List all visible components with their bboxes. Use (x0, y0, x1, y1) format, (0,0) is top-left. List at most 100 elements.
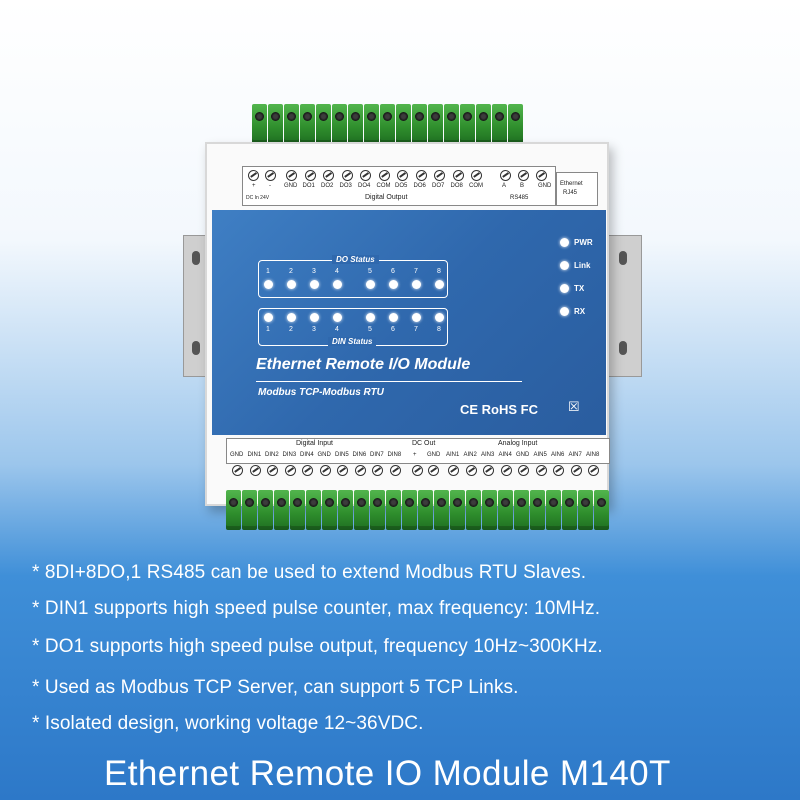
analog-input-caption: Analog Input (498, 440, 538, 447)
screw-icon (319, 465, 331, 476)
screw-icon (434, 170, 445, 181)
screw-icon (500, 465, 512, 476)
terminal-screw (412, 104, 427, 144)
dc-out-pin-label: GND (427, 452, 441, 458)
terminal-screw (354, 490, 369, 530)
terminal-screw (530, 490, 545, 530)
do-pin-label: DO1 (302, 183, 315, 189)
ai-pin-label: AIN3 (481, 452, 495, 458)
do-pin-label: COM (469, 183, 483, 189)
terminal-screw (306, 490, 321, 530)
do-pin-label: DO4 (358, 183, 371, 189)
di-pin-label: GND (317, 452, 331, 458)
led-number: 8 (437, 268, 441, 275)
di-pin-label: DIN8 (387, 452, 402, 458)
screw-icon (471, 170, 482, 181)
digital-output-caption: Digital Output (365, 194, 408, 201)
screw-icon (360, 170, 371, 181)
terminal-screw (492, 104, 507, 144)
dc-out-pin-label: + (413, 452, 417, 458)
rs485-pin-label: B (520, 183, 525, 189)
terminal-screw (444, 104, 459, 144)
di-pin-label: DIN3 (282, 452, 297, 458)
screw-icon (500, 170, 511, 181)
do-status-title: DO Status (332, 255, 379, 264)
screw-icon (553, 465, 564, 476)
status-led (333, 313, 342, 322)
din-status-title: DIN Status (328, 337, 377, 346)
ai-pin-label: GND (516, 452, 530, 458)
status-led (310, 280, 319, 289)
dc-out-caption: DC Out (412, 440, 436, 447)
module-subtitle: Modbus TCP-Modbus RTU (258, 387, 384, 398)
screw-icon (286, 170, 297, 181)
terminal-screw (418, 490, 433, 530)
screw-icon (284, 465, 296, 476)
ai-pin-label: AIN6 (551, 452, 565, 458)
do-pin-label: GND (284, 183, 298, 189)
do-pin-label: DO3 (339, 183, 352, 189)
terminal-screw (268, 104, 283, 144)
terminal-screw (402, 490, 417, 530)
front-panel (212, 210, 606, 435)
status-led (366, 313, 375, 322)
status-led (435, 313, 444, 322)
status-led (333, 280, 342, 289)
terminal-screw (498, 490, 513, 530)
screw-icon (337, 465, 348, 476)
screw-icon (372, 465, 383, 476)
screw-icon (389, 465, 401, 476)
screw-icon (323, 170, 334, 181)
weee-bin-icon: ☒ (568, 399, 580, 414)
rs485-pin-label: GND (538, 183, 552, 189)
bottom-label-strip (226, 438, 610, 464)
terminal-screw (476, 104, 491, 144)
indicator-led (560, 261, 569, 270)
status-led (389, 313, 398, 322)
terminal-screw (284, 104, 299, 144)
terminal-screw (546, 490, 561, 530)
screw-icon (465, 465, 477, 476)
screw-icon (518, 170, 529, 181)
led-number: 7 (414, 326, 418, 333)
led-number: 6 (391, 326, 395, 333)
di-pin-label: DIN2 (265, 452, 279, 458)
terminal-screw (322, 490, 337, 530)
led-number: 1 (266, 326, 270, 333)
led-number: 5 (368, 326, 372, 333)
ethernet-caption: Ethernet (560, 181, 583, 187)
right-mounting-bracket (604, 235, 642, 377)
do-pin-label: DO5 (395, 183, 408, 189)
screw-icon (415, 170, 427, 181)
screw-icon (535, 465, 547, 476)
title-underline (256, 381, 522, 382)
screw-icon (265, 170, 276, 181)
ai-pin-label: AIN4 (498, 452, 512, 458)
screw-icon (248, 170, 259, 181)
terminal-screw (514, 490, 529, 530)
power-pin-label: - (269, 183, 271, 189)
status-led (264, 280, 273, 289)
screw-icon (452, 170, 464, 181)
led-number: 7 (414, 268, 418, 275)
status-led (412, 313, 421, 322)
digital-input-caption: Digital Input (296, 440, 333, 447)
module-title: Ethernet Remote I/O Module (256, 356, 471, 373)
screw-icon (267, 465, 278, 476)
status-led (264, 313, 273, 322)
screw-icon (304, 170, 316, 181)
led-number: 2 (289, 268, 293, 275)
status-led (366, 280, 375, 289)
terminal-screw (594, 490, 609, 530)
feature-line-1: * 8DI+8DO,1 RS485 can be used to extend … (32, 562, 587, 583)
ai-pin-label: AIN2 (463, 452, 477, 458)
terminal-screw (258, 490, 273, 530)
screw-icon (302, 465, 313, 476)
power-pin-label: + (252, 183, 256, 189)
certification-marks: CE RoHS FC (460, 402, 538, 417)
feature-line-2: * DIN1 supports high speed pulse counter… (32, 598, 601, 619)
terminal-screw (370, 490, 385, 530)
led-number: 8 (437, 326, 441, 333)
screw-icon (536, 170, 547, 181)
terminal-screw (466, 490, 481, 530)
